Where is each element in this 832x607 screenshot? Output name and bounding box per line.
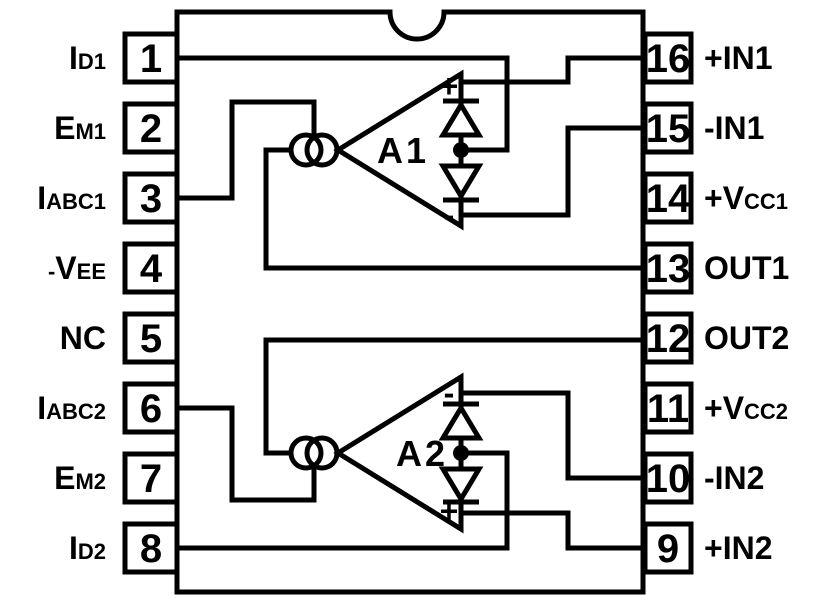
a1-plus-sign: + [440, 68, 459, 104]
pin-15-box [642, 101, 694, 155]
a1-junction-dot [453, 142, 469, 158]
pin-1-number: 1 [140, 37, 162, 81]
pin-14-number: 14 [646, 177, 691, 221]
wire-minus-in2 [461, 390, 645, 481]
pin-16-box [642, 31, 694, 85]
pin-1-label: ID1 [69, 40, 106, 76]
pins-right: 16 +IN1 15 -IN1 14 +VCC1 13 OUT1 12 OUT2… [642, 31, 789, 575]
wire-minus-in1 [461, 125, 645, 218]
wire-plus-in1 [461, 55, 645, 85]
pin-11-box [642, 381, 694, 435]
pin-5: 5 NC [60, 311, 180, 365]
a1-diode-down-icon [438, 163, 484, 201]
pin-2-box [122, 101, 180, 155]
pin-12: 12 OUT2 [642, 311, 789, 365]
pin-16-label: +IN1 [704, 40, 772, 76]
amplifier-a2: A2 - + [288, 372, 484, 534]
pin-15-label: -IN1 [704, 110, 764, 146]
a2-junction-dot [453, 445, 469, 461]
pin-4-label: -VEE [48, 250, 106, 286]
pin-7-box [122, 451, 180, 505]
pin-12-box [642, 311, 694, 365]
pin-12-number: 12 [646, 317, 691, 361]
pin-7-label: EM2 [54, 460, 106, 496]
pin-4: 4 -VEE [48, 241, 180, 295]
a2-current-source-icon [288, 435, 324, 471]
chip-outline [174, 9, 646, 595]
pin-2-label: EM1 [54, 110, 106, 146]
pin-3-number: 3 [140, 177, 162, 221]
pin-5-label: NC [60, 320, 106, 356]
pin-11: 11 +VCC2 [642, 381, 788, 435]
wire-out2 [263, 337, 645, 456]
wire-out1 [263, 147, 645, 271]
pin-3: 3 IABC1 [37, 171, 180, 225]
pin-14: 14 +VCC1 [642, 171, 788, 225]
pin-15-number: 15 [646, 107, 691, 151]
pin-13-box [642, 241, 694, 295]
wire-id1 [177, 55, 510, 153]
pin-12-label: OUT2 [704, 320, 789, 356]
pin-11-number: 11 [647, 387, 689, 431]
pin-8-box [122, 521, 180, 575]
pin-9: 9 +IN2 [642, 521, 772, 575]
a2-plus-sign: + [440, 493, 459, 529]
a2-diode-down-icon [438, 466, 484, 504]
pin-13: 13 OUT1 [642, 241, 789, 295]
pin-1-box [122, 31, 180, 85]
pin-11-label: +VCC2 [704, 390, 788, 426]
pin-6: 6 IABC2 [37, 381, 180, 435]
pin-7-number: 7 [140, 457, 162, 501]
pin-14-label: +VCC1 [704, 180, 788, 216]
pin-6-label: IABC2 [37, 390, 106, 426]
amplifier-a1: A1 + - [288, 68, 484, 233]
wire-iabc1 [177, 99, 317, 201]
wires [177, 55, 645, 551]
pin-4-number: 4 [140, 247, 163, 291]
pin-1: 1 ID1 [69, 31, 180, 85]
a2-current-source-icon [304, 435, 340, 471]
pin-8: 8 ID2 [69, 521, 180, 575]
a1-label: A1 [377, 130, 429, 171]
a1-current-source-icon [288, 132, 324, 168]
pin-8-label: ID2 [69, 530, 106, 566]
a1-current-source-icon [304, 132, 340, 168]
pin-15: 15 -IN1 [642, 101, 764, 155]
pin-9-number: 9 [657, 527, 679, 571]
a2-minus-sign: - [444, 375, 455, 411]
a2-diode-up-icon [438, 403, 484, 441]
pins-left: 1 ID1 2 EM1 3 IABC1 4 -VEE 5 NC 6 IABC2 [37, 31, 180, 575]
pin-3-label: IABC1 [37, 180, 106, 216]
pin-3-box [122, 171, 180, 225]
pin-10-box [642, 451, 694, 505]
pin-2: 2 EM1 [54, 101, 180, 155]
pin-16-number: 16 [646, 37, 691, 81]
pin-5-number: 5 [140, 317, 162, 361]
a2-label: A2 [396, 433, 448, 474]
pin-4-box [122, 241, 180, 295]
pin-6-box [122, 381, 180, 435]
pin-10-number: 10 [646, 457, 691, 501]
a1-diode-up-icon [438, 100, 484, 138]
pin-10: 10 -IN2 [642, 451, 764, 505]
pin-16: 16 +IN1 [642, 31, 772, 85]
a1-minus-sign: - [444, 197, 455, 233]
pin-8-number: 8 [140, 527, 162, 571]
pin-13-number: 13 [646, 247, 691, 291]
pin-7: 7 EM2 [54, 451, 180, 505]
wire-iabc2 [177, 405, 317, 503]
wire-plus-in2 [461, 510, 645, 551]
pin-5-box [122, 311, 180, 365]
pin-6-number: 6 [140, 387, 162, 431]
pin-14-box [642, 171, 694, 225]
pin-13-label: OUT1 [704, 250, 789, 286]
pin-9-box [642, 521, 694, 575]
pin-9-label: +IN2 [704, 530, 772, 566]
pin-10-label: -IN2 [704, 460, 764, 496]
pin-2-number: 2 [140, 107, 162, 151]
wire-id2 [177, 450, 510, 551]
